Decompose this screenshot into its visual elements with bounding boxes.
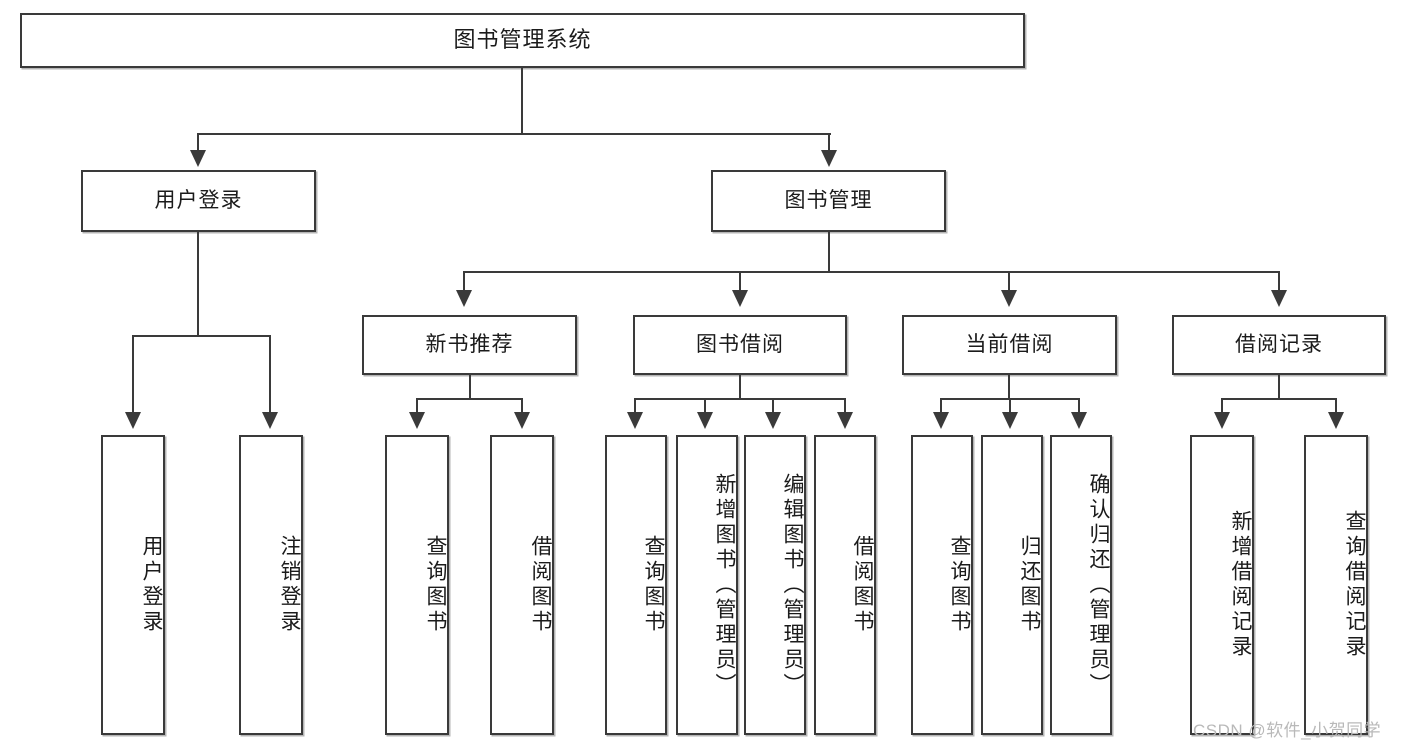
node-label: 注销登录 <box>278 535 301 635</box>
arrow-borrow-record-leaf-1 <box>1214 412 1230 429</box>
edge-borrow-record-leaf-2 <box>1335 398 1337 416</box>
arrow-book-borrow-leaf-2 <box>697 412 713 429</box>
leaf-logout-login[interactable]: 注销登录 <box>239 435 303 735</box>
arrow-to-book-management <box>821 150 837 167</box>
edge-borrow-record-stem <box>1278 375 1280 399</box>
watermark-text: CSDN @软件_小贺同学 <box>1193 721 1382 740</box>
edge-new-book-stem <box>469 375 471 399</box>
node-label: 新书推荐 <box>425 333 514 357</box>
arrow-current-borrow-leaf-2 <box>1002 412 1018 429</box>
leaf-query-book-recommend[interactable]: 查询图书 <box>385 435 449 735</box>
edge-level2-bus <box>464 271 1280 273</box>
leaf-query-book-borrow[interactable]: 查询图书 <box>605 435 667 735</box>
leaf-query-book-current[interactable]: 查询图书 <box>911 435 973 735</box>
edge-book-borrow-stem <box>739 375 741 399</box>
arrow-new-book-leaf-2 <box>514 412 530 429</box>
node-label: 查询图书 <box>424 535 447 635</box>
arrow-to-current-borrow <box>1001 290 1017 307</box>
edge-user-login-leaf-1 <box>132 335 134 415</box>
edge-new-book-leaf-1 <box>416 398 418 416</box>
arrow-user-login-leaf-2 <box>262 412 278 429</box>
node-user-login[interactable]: 用户登录 <box>81 170 316 232</box>
node-label: 查询图书 <box>948 535 971 635</box>
edge-current-borrow-leaf-1 <box>940 398 942 416</box>
edge-book-management-stem <box>828 232 830 272</box>
node-label: 借阅记录 <box>1235 333 1323 357</box>
node-label: 图书管理系统 <box>453 27 592 53</box>
node-label: 确认归还（管理员） <box>1087 472 1110 698</box>
edge-current-borrow-leaf-3 <box>1078 398 1080 416</box>
arrow-to-new-book <box>456 290 472 307</box>
edge-to-new-book <box>463 271 465 293</box>
node-borrow-record[interactable]: 借阅记录 <box>1172 315 1386 375</box>
edge-to-current-borrow <box>1008 271 1010 293</box>
node-label: 用户登录 <box>154 189 243 213</box>
edge-to-book-borrow <box>739 271 741 293</box>
edge-to-user-login <box>197 133 199 155</box>
arrow-to-user-login <box>190 150 206 167</box>
arrow-to-book-borrow <box>732 290 748 307</box>
edge-new-book-leaf-2 <box>521 398 523 416</box>
edge-to-borrow-record <box>1278 271 1280 293</box>
leaf-confirm-return-admin[interactable]: 确认归还（管理员） <box>1050 435 1112 735</box>
arrow-new-book-leaf-1 <box>409 412 425 429</box>
arrow-book-borrow-leaf-4 <box>837 412 853 429</box>
arrow-current-borrow-leaf-3 <box>1071 412 1087 429</box>
arrow-current-borrow-leaf-1 <box>933 412 949 429</box>
node-label: 借阅图书 <box>529 535 552 635</box>
leaf-borrow-book[interactable]: 借阅图书 <box>814 435 876 735</box>
csdn-watermark: CSDN @软件_小贺同学 <box>1193 716 1381 741</box>
edge-book-borrow-bus <box>635 398 846 400</box>
leaf-add-book-admin[interactable]: 新增图书（管理员） <box>676 435 738 735</box>
node-label: 借阅图书 <box>851 535 874 635</box>
node-label: 查询借阅记录 <box>1343 510 1366 660</box>
edge-book-borrow-leaf-1 <box>634 398 636 416</box>
node-root-book-management-system[interactable]: 图书管理系统 <box>20 13 1025 68</box>
arrow-to-borrow-record <box>1271 290 1287 307</box>
edge-book-borrow-leaf-4 <box>844 398 846 416</box>
node-label: 编辑图书（管理员） <box>781 472 804 698</box>
node-label: 当前借阅 <box>965 333 1054 357</box>
node-book-management[interactable]: 图书管理 <box>711 170 946 232</box>
arrow-user-login-leaf-1 <box>125 412 141 429</box>
arrow-borrow-record-leaf-2 <box>1328 412 1344 429</box>
edge-borrow-record-bus <box>1222 398 1336 400</box>
edge-book-borrow-leaf-3 <box>772 398 774 416</box>
edge-current-borrow-leaf-2 <box>1009 398 1011 416</box>
leaf-edit-book-admin[interactable]: 编辑图书（管理员） <box>744 435 806 735</box>
edge-to-book-management <box>828 133 830 155</box>
node-label: 用户登录 <box>140 535 163 635</box>
edge-current-borrow-stem <box>1008 375 1010 399</box>
node-current-borrow[interactable]: 当前借阅 <box>902 315 1117 375</box>
node-label: 查询图书 <box>642 535 665 635</box>
node-label: 新增图书（管理员） <box>713 472 736 698</box>
node-label: 图书管理 <box>784 189 873 213</box>
edge-borrow-record-leaf-1 <box>1221 398 1223 416</box>
edge-book-borrow-leaf-2 <box>704 398 706 416</box>
leaf-user-login[interactable]: 用户登录 <box>101 435 165 735</box>
leaf-return-book[interactable]: 归还图书 <box>981 435 1043 735</box>
node-new-book-recommend[interactable]: 新书推荐 <box>362 315 577 375</box>
node-label: 图书借阅 <box>696 333 784 357</box>
arrow-book-borrow-leaf-3 <box>765 412 781 429</box>
node-book-borrow[interactable]: 图书借阅 <box>633 315 847 375</box>
node-label: 新增借阅记录 <box>1229 510 1252 660</box>
edge-new-book-bus <box>417 398 523 400</box>
arrow-book-borrow-leaf-1 <box>627 412 643 429</box>
edge-user-login-leaf-2 <box>269 335 271 415</box>
leaf-add-borrow-record[interactable]: 新增借阅记录 <box>1190 435 1254 735</box>
edge-root-stem <box>521 68 523 134</box>
edge-user-login-bus <box>133 335 271 337</box>
node-label: 归还图书 <box>1018 535 1041 635</box>
edge-user-login-stem <box>197 232 199 336</box>
edge-level1-bus <box>198 133 831 135</box>
leaf-query-borrow-record[interactable]: 查询借阅记录 <box>1304 435 1368 735</box>
leaf-borrow-book-recommend[interactable]: 借阅图书 <box>490 435 554 735</box>
